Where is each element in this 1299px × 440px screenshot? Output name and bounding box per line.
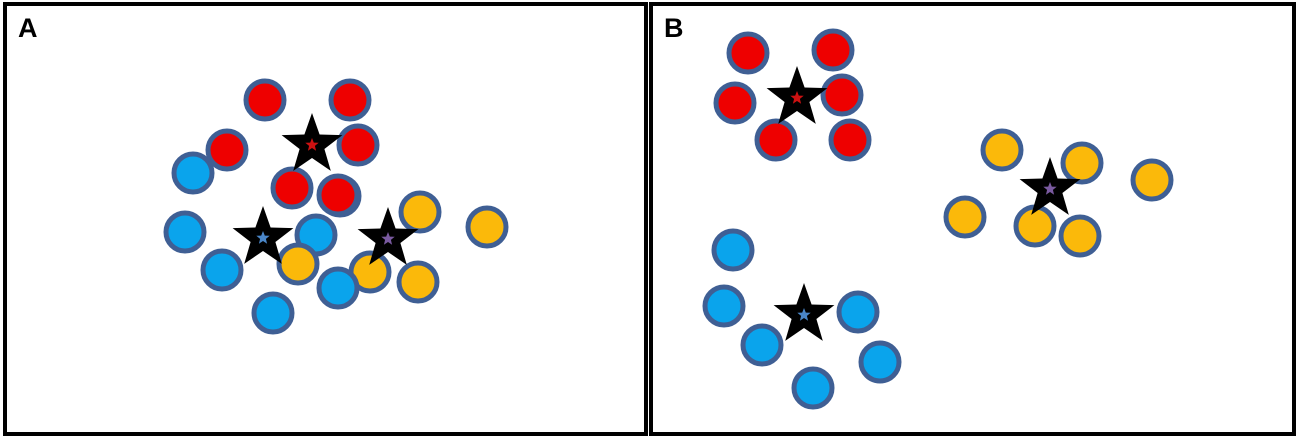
panel-a-frame <box>3 2 648 436</box>
data-point-blue <box>740 323 784 367</box>
data-point-red <box>316 173 360 217</box>
data-point-yellow <box>398 190 442 234</box>
panel-a-marks <box>163 78 509 335</box>
data-point-blue <box>836 290 880 334</box>
data-point-yellow <box>1130 158 1174 202</box>
data-point-red <box>205 128 249 172</box>
data-point-yellow <box>1058 214 1102 258</box>
data-point-red <box>726 31 770 75</box>
centroid-core-icon <box>381 232 395 245</box>
panel-a-label: A <box>18 13 38 43</box>
centroid-blue <box>773 283 835 341</box>
data-point-red <box>811 28 855 72</box>
data-point-red <box>336 123 380 167</box>
data-point-yellow <box>980 128 1024 172</box>
panel-b-frame <box>649 2 1296 436</box>
data-point-blue <box>163 210 207 254</box>
data-point-yellow <box>396 260 440 304</box>
panel-b-marks <box>702 28 1174 410</box>
data-point-yellow <box>276 242 320 286</box>
data-point-yellow <box>943 195 987 239</box>
data-point-red <box>828 118 872 162</box>
panel-b-label: B <box>664 13 684 43</box>
centroid-red <box>766 66 828 124</box>
data-point-red <box>754 118 798 162</box>
data-point-blue <box>200 248 244 292</box>
panel-a: A <box>3 2 648 436</box>
data-point-blue <box>711 228 755 272</box>
data-point-blue <box>702 284 746 328</box>
centroid-blue <box>232 206 294 264</box>
centroid-core-icon <box>790 91 804 104</box>
centroid-yellow <box>1019 157 1081 215</box>
data-point-blue <box>791 366 835 410</box>
data-point-red <box>713 81 757 125</box>
centroid-core-icon <box>305 138 319 151</box>
data-point-blue <box>316 266 360 310</box>
centroid-core-icon <box>797 308 811 321</box>
data-point-yellow <box>1013 204 1057 248</box>
data-point-red <box>243 78 287 122</box>
data-point-red <box>328 78 372 122</box>
data-point-yellow <box>1060 141 1104 185</box>
data-point-yellow <box>465 205 509 249</box>
centroid-core-icon <box>256 231 270 244</box>
centroid-red <box>281 113 343 171</box>
centroid-yellow <box>357 207 419 265</box>
panel-b: B <box>649 2 1296 436</box>
data-point-blue <box>171 151 215 195</box>
data-point-red <box>270 166 314 210</box>
data-point-blue <box>858 340 902 384</box>
centroid-core-icon <box>1043 182 1057 195</box>
data-point-blue <box>251 291 295 335</box>
data-point-red <box>820 73 864 117</box>
